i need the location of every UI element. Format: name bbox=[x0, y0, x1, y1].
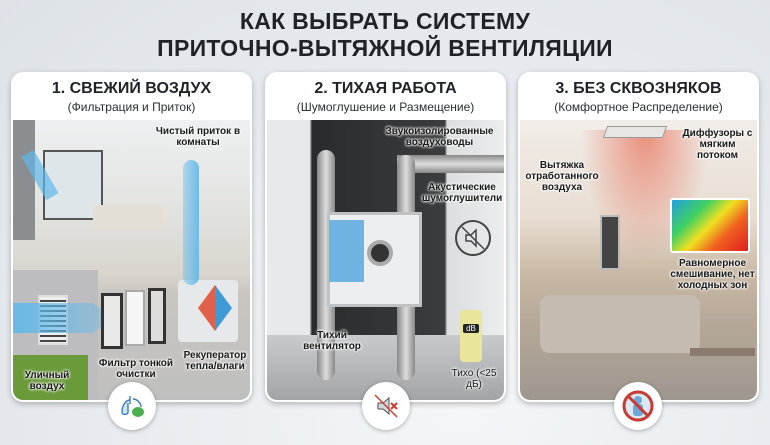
filter-2 bbox=[125, 290, 145, 346]
no-cold-person-icon bbox=[614, 382, 662, 430]
panel-quiet-operation: 2. ТИХАЯ РАБОТА (Шумоглушение и Размещени… bbox=[265, 72, 506, 402]
lungs-leaf-icon bbox=[108, 382, 156, 430]
sound-meter-display: dB bbox=[463, 324, 479, 333]
panel-heading: 2. ТИХАЯ РАБОТА bbox=[314, 80, 457, 97]
muted-speaker-icon bbox=[362, 382, 410, 430]
panel-subheading: (Фильтрация и Приток) bbox=[67, 100, 196, 114]
wall-edge bbox=[13, 120, 35, 240]
label-recuperator: Рекуператор тепла/влаги bbox=[183, 350, 247, 372]
label-exhaust: Вытяжка отработанного воздуха bbox=[525, 160, 599, 193]
panel-heading: 1. СВЕЖИЙ ВОЗДУХ bbox=[51, 80, 212, 97]
label-outdoor: Уличный воздух bbox=[24, 370, 70, 392]
sofa bbox=[540, 295, 700, 353]
page-title-line2: ПРИТОЧНО-ВЫТЯЖНОЙ ВЕНТИЛЯЦИИ bbox=[157, 35, 613, 61]
no-sound-sign bbox=[455, 220, 491, 256]
panel-fresh-air: 1. СВЕЖИЙ ВОЗДУХ (Фильтрация и Приток) Чи… bbox=[11, 72, 252, 402]
thermal-image bbox=[670, 198, 750, 253]
bed bbox=[93, 205, 163, 230]
supply-airflow bbox=[183, 160, 199, 285]
duct-top bbox=[397, 155, 504, 173]
label-supply: Чистый приток в комнаты bbox=[155, 126, 241, 148]
panel-no-drafts: 3. БЕЗ СКВОЗНЯКОВ (Комфортное Распределен… bbox=[518, 72, 759, 402]
oven bbox=[600, 215, 620, 270]
fan-impeller bbox=[367, 240, 393, 266]
panel-subheading: (Шумоглушение и Размещение) bbox=[296, 100, 475, 114]
panel-heading: 3. БЕЗ СКВОЗНЯКОВ bbox=[555, 80, 722, 97]
duct-left bbox=[317, 150, 335, 380]
room-scene-illustration: Чистый приток в комнаты Уличный воздух Ф… bbox=[13, 120, 250, 400]
label-fan: Тихий вентилятор bbox=[303, 330, 361, 352]
label-ducts: Звукоизолированные воздуховоды bbox=[385, 126, 494, 148]
coffee-table bbox=[690, 348, 755, 356]
filter-1 bbox=[101, 293, 123, 349]
label-mixing: Равномерное смешивание, нет холодных зон bbox=[670, 258, 755, 291]
label-diffusers: Диффузоры с мягким потоком bbox=[682, 128, 753, 161]
technical-room-illustration: dB Звукоизолированные воздуховоды Акусти… bbox=[267, 120, 504, 400]
label-filter: Фильтр тонкой очистки bbox=[98, 358, 174, 380]
ceiling-diffuser bbox=[602, 126, 668, 138]
airflow-arrow bbox=[13, 303, 113, 333]
living-room-illustration: Диффузоры с мягким потоком Вытяжка отраб… bbox=[520, 120, 757, 400]
label-silencers: Акустические шумоглушители bbox=[422, 182, 503, 204]
label-quiet: Тихо (<25 дБ) bbox=[451, 368, 497, 390]
fan-filter-panel bbox=[329, 220, 364, 282]
filter-3 bbox=[148, 288, 166, 344]
grass bbox=[13, 355, 88, 400]
page-title-line1: КАК ВЫБРАТЬ СИСТЕМУ bbox=[239, 8, 531, 34]
sound-meter: dB bbox=[460, 310, 482, 362]
panel-subheading: (Комфортное Распределение) bbox=[554, 100, 723, 114]
